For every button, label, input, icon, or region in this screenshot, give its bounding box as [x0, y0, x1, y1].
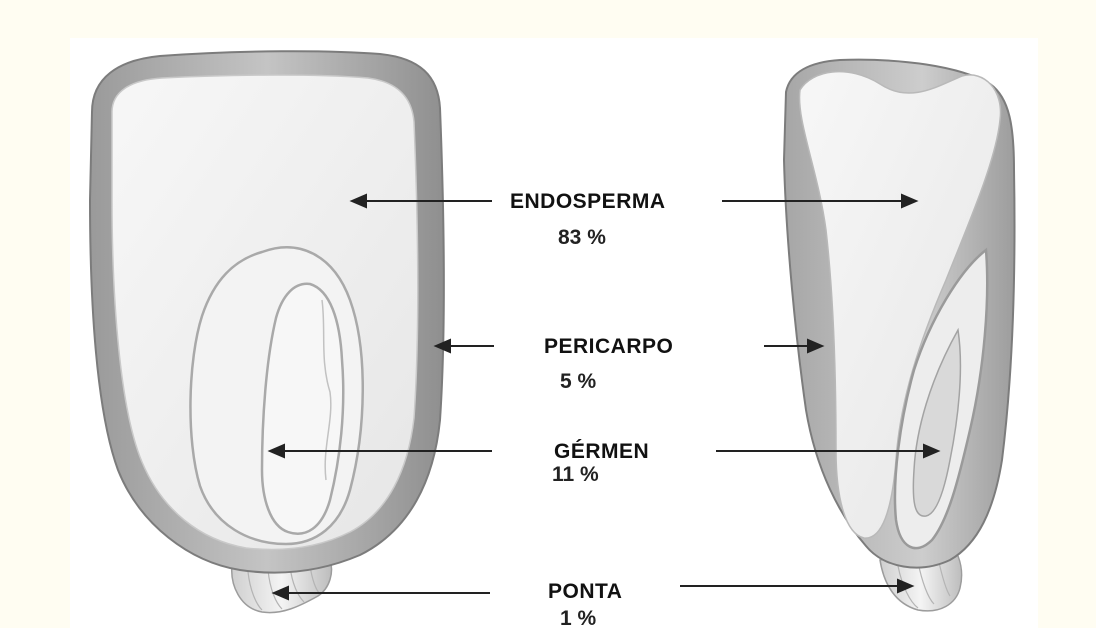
- label-endosperma: ENDOSPERMA: [510, 190, 666, 214]
- percent-endosperma: 83 %: [558, 226, 606, 250]
- percent-pericarpo: 5 %: [560, 370, 596, 394]
- label-pericarpo: PERICARPO: [544, 335, 673, 359]
- percent-germen: 11 %: [552, 463, 599, 487]
- right-kernel: [784, 60, 1015, 611]
- label-germen: GÉRMEN: [554, 440, 649, 464]
- left-kernel: [90, 51, 444, 612]
- label-ponta: PONTA: [548, 580, 622, 604]
- percent-ponta: 1 %: [560, 607, 596, 628]
